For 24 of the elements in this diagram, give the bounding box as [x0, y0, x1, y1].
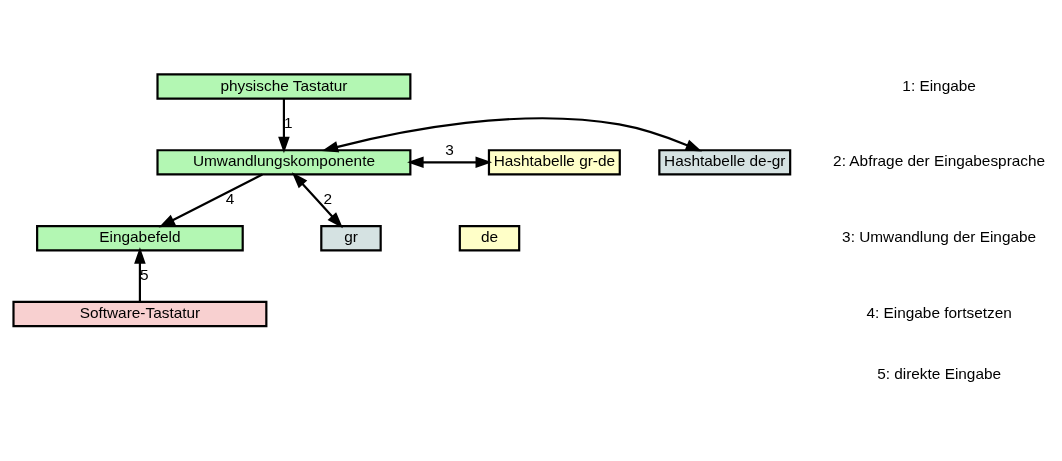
arrow: [278, 98, 290, 154]
edge-label: 2: [323, 190, 333, 208]
label: 1: Eingabe: [902, 76, 976, 94]
label: 2: Abfrage der Eingabesprache: [833, 152, 1046, 170]
edge-label: 1: [284, 114, 293, 132]
arrow: [291, 172, 343, 229]
arrow: [321, 117, 703, 153]
node-box: Hashtabelle de-gr: [658, 149, 792, 176]
label: 4: Eingabe fortsetzen: [866, 304, 1012, 322]
node-box: gr: [320, 225, 382, 252]
edge-label: 5: [140, 266, 149, 284]
arrow: [134, 247, 146, 302]
node-box: Software-Tastatur: [12, 300, 268, 328]
node-box: physische Tastatur: [156, 73, 412, 100]
arrow: [407, 156, 493, 169]
arrow: [158, 173, 263, 228]
node-box: de: [458, 225, 521, 252]
node-box: Eingabefeld: [36, 225, 244, 252]
node-box: Umwandlungskomponente: [156, 149, 412, 176]
edge-label: 3: [445, 140, 454, 158]
edge-label: 4: [225, 190, 235, 208]
node-box: Hashtabelle gr-de: [487, 149, 621, 176]
label: 5: direkte Eingabe: [877, 364, 1002, 382]
label: 3: Umwandlung der Eingabe: [842, 228, 1037, 246]
